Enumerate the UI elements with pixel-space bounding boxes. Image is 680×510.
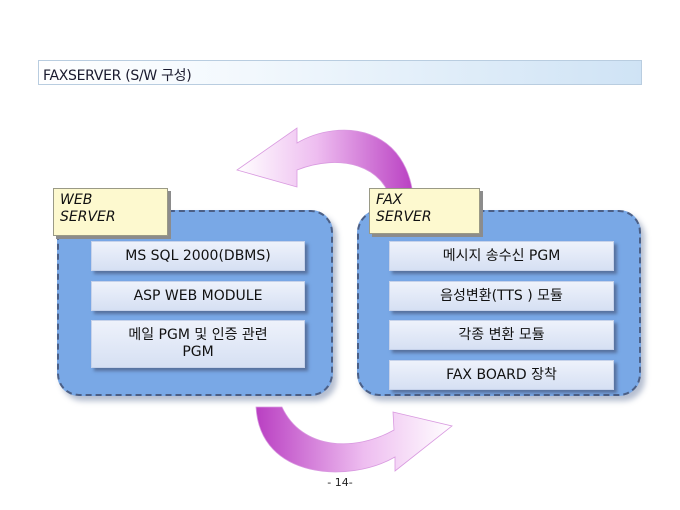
module-mail-pgm: 메일 PGM 및 인증 관련 PGM	[91, 320, 305, 368]
page-title: FAXSERVER (S/W 구성)	[43, 68, 192, 84]
bottom-curved-arrow	[255, 406, 453, 473]
fax-server-label-line-2: SERVER	[376, 209, 432, 225]
module-asp-web: ASP WEB MODULE	[91, 281, 305, 311]
module-ms-sql: MS SQL 2000(DBMS)	[91, 241, 305, 271]
module-mail-pgm-text: 메일 PGM 및 인증 관련 PGM	[128, 327, 268, 360]
web-server-label-line-2: SERVER	[60, 209, 116, 225]
module-message-pgm: 메시지 송수신 PGM	[389, 241, 614, 271]
top-curved-arrow	[236, 127, 415, 206]
fax-server-label-line-1: FAX	[376, 192, 403, 208]
module-tts: 음성변환(TTS ) 모듈	[389, 281, 614, 311]
page-number: - 14-	[327, 476, 353, 489]
title-bar: FAXSERVER (S/W 구성)	[38, 60, 642, 85]
module-fax-board: FAX BOARD 장착	[389, 360, 614, 390]
fax-server-label: FAX SERVER	[369, 188, 480, 234]
web-server-label: WEB SERVER	[53, 188, 168, 236]
module-conversion: 각종 변환 모듈	[389, 320, 614, 350]
web-server-label-line-1: WEB	[60, 192, 93, 208]
